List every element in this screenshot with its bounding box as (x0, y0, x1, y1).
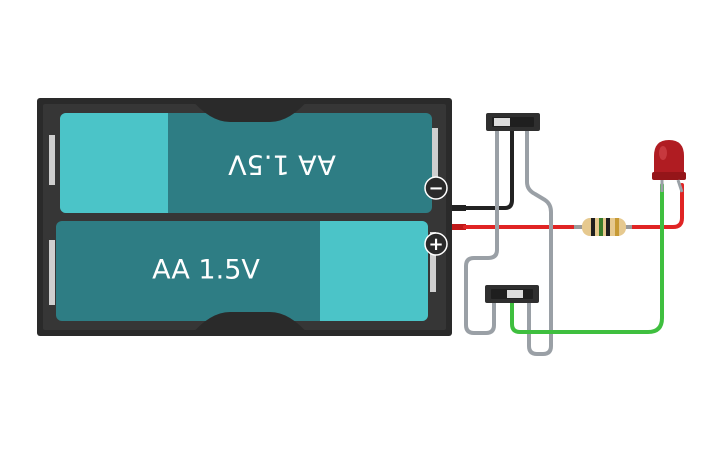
positive-lead-stub (452, 224, 466, 230)
resistor-band-4 (615, 218, 619, 236)
resistor-band-1 (591, 218, 595, 236)
slide-switch-bottom[interactable] (485, 285, 539, 303)
battery-cell-bottom[interactable]: AA 1.5V (56, 221, 428, 321)
battery-holder[interactable]: AA 1.5V AA 1.5V − + (37, 98, 452, 336)
positive-terminal-icon (424, 232, 448, 256)
holder-clip-bottom (190, 312, 310, 336)
wire-black[interactable] (463, 129, 514, 210)
negative-lead-stub (452, 205, 466, 211)
contact-spring-right-top (432, 128, 438, 183)
resistor-band-2 (599, 218, 603, 236)
red-led[interactable] (652, 140, 686, 193)
battery-cell-top-label: AA 1.5V (228, 149, 336, 180)
terminal-positive[interactable]: + (424, 232, 448, 256)
wire-red-led[interactable] (625, 183, 684, 229)
resistor-lead-left (574, 225, 584, 229)
contact-spring-left-bottom (49, 240, 55, 305)
negative-terminal-symbol: − (428, 178, 443, 199)
resistor-lead-right (624, 225, 632, 229)
wire-gray-b[interactable] (525, 129, 553, 356)
negative-terminal-icon (424, 176, 448, 200)
slide-switch-bottom-knob[interactable] (507, 290, 523, 298)
holder-clip-top (190, 98, 310, 122)
led-base (652, 172, 686, 180)
led-leg-anode (676, 179, 684, 193)
led-dome (654, 140, 684, 175)
positive-terminal-symbol: + (428, 234, 443, 255)
led-highlight (659, 146, 667, 160)
wire-green[interactable] (510, 183, 664, 334)
contact-spring-right-bottom (430, 232, 436, 292)
terminal-negative[interactable]: − (424, 176, 448, 200)
battery-cell-top-cap-edge (160, 113, 168, 213)
wires (452, 129, 684, 356)
slide-switch-top-knob[interactable] (494, 118, 510, 126)
resistor[interactable] (574, 218, 632, 236)
battery-cell-top-cap (60, 113, 167, 213)
contact-spring-left-top (49, 135, 55, 185)
battery-cell-bottom-cap (320, 221, 428, 321)
resistor-body (582, 218, 626, 236)
resistor-band-3 (606, 218, 610, 236)
battery-cell-bottom-cap-edge (320, 221, 328, 321)
battery-cell-top[interactable]: AA 1.5V (60, 113, 432, 213)
wire-gray-a[interactable] (464, 129, 499, 335)
slide-switch-top[interactable] (486, 113, 540, 137)
battery-cell-bottom-label: AA 1.5V (152, 255, 260, 286)
